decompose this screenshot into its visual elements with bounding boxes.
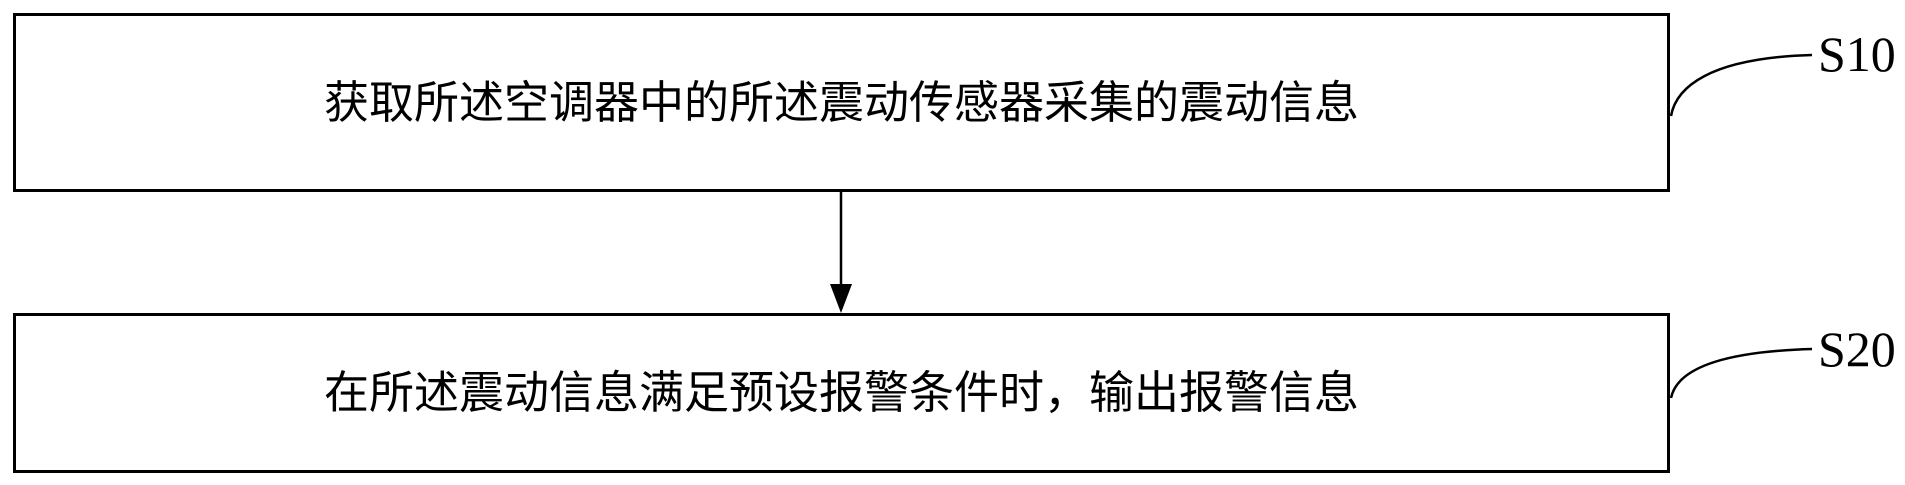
leader-line-s20 [1669,347,1813,399]
step-label-s20: S20 [1818,321,1896,377]
step-box-s20: 在所述震动信息满足预设报警条件时，输出报警信息 [13,313,1670,473]
step-label-s10: S10 [1818,26,1896,82]
step-box-s10: 获取所述空调器中的所述震动传感器采集的震动信息 [13,13,1670,192]
leader-line-s10 [1669,53,1813,117]
arrow-down-icon [830,284,852,313]
step-text-s10: 获取所述空调器中的所述震动传感器采集的震动信息 [323,77,1359,128]
step-text-s20: 在所述震动信息满足预设报警条件时，输出报警信息 [323,368,1359,418]
